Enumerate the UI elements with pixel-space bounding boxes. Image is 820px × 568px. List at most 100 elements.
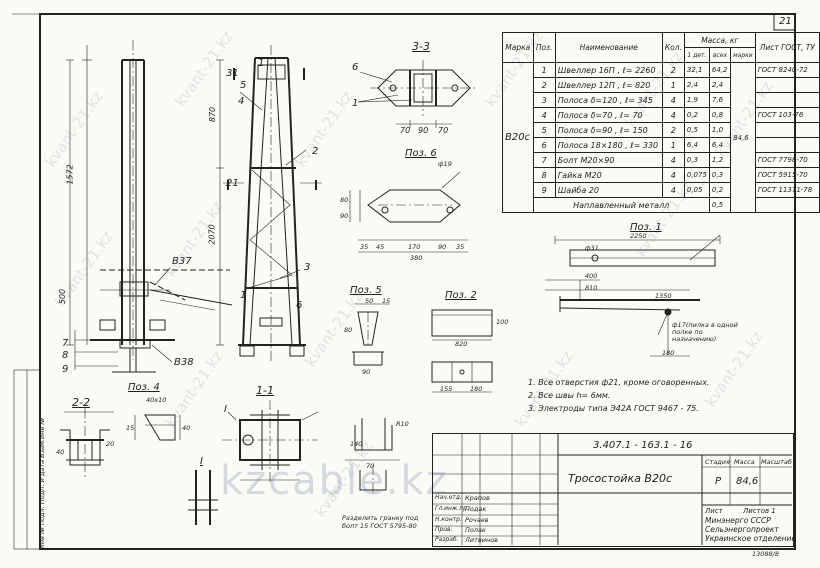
spec-qty-cell: 4 bbox=[661, 92, 685, 108]
pos5-title: Поз. 5 bbox=[350, 285, 382, 296]
spec-name-cell: Гайка М20 bbox=[554, 167, 663, 183]
spec-weld-mass: 0,5 bbox=[708, 197, 732, 213]
spec-mass-all-cell: 6,4 bbox=[708, 137, 732, 153]
sheets-label: Листов 1 bbox=[743, 507, 776, 515]
dim-80: 80 bbox=[340, 196, 349, 204]
pos-3-label: 3 bbox=[304, 262, 311, 273]
side-stamp: Инв № подл. Подп. и дата Взам.инв № bbox=[38, 417, 46, 549]
spec-gost-cell: ГОСТ 103-76 bbox=[754, 107, 820, 123]
dim-180: 180 bbox=[470, 385, 483, 393]
role-1: Нач.отд. bbox=[435, 494, 462, 501]
node-I-mark: I bbox=[224, 404, 227, 415]
spec-name-cell: Полоса δ=90 , ℓ= 150 bbox=[554, 122, 663, 138]
dim-90: 90 bbox=[340, 212, 349, 220]
spec-gost-cell: ГОСТ 7798-70 bbox=[754, 152, 820, 168]
section-2-2-title: 2-2 bbox=[72, 396, 90, 409]
watermark-logo-text: kzcable.kz bbox=[220, 458, 449, 504]
doc-title: Тросостойка В20с bbox=[568, 472, 673, 485]
spec-name-cell: Швеллер 12П , ℓ= 820 bbox=[554, 77, 663, 93]
dim-35: 35 bbox=[360, 243, 369, 251]
role-2: Гл.инж.пр. bbox=[435, 505, 469, 512]
dim-80: 80 bbox=[344, 326, 353, 334]
dim-140: 140 bbox=[350, 440, 363, 448]
col-pos: Поз. bbox=[532, 32, 556, 63]
sheet-number: 21 bbox=[779, 16, 792, 27]
spec-gost-cell bbox=[754, 92, 820, 108]
note-1: 1. Все отверстия ф21, кроме оговоренных. bbox=[528, 378, 710, 387]
spec-gost-cell bbox=[754, 122, 820, 138]
mark-b37: В37 bbox=[172, 256, 192, 267]
spec-gost-cell: ГОСТ 11371-78 bbox=[754, 182, 820, 198]
spec-mass-all-cell: 0,2 bbox=[708, 182, 732, 198]
doc-code: 3.407.1 - 163.1 - 16 bbox=[593, 440, 693, 451]
pos-6-label: 6 bbox=[296, 300, 303, 311]
name-3: Рочаев bbox=[465, 516, 489, 524]
dim-90: 90 bbox=[418, 126, 429, 135]
col-qty: Кол. bbox=[661, 32, 685, 63]
dim-100: 100 bbox=[496, 318, 509, 326]
pos1-note: ф17(пилка в одной полке по назначению) bbox=[672, 321, 738, 343]
org-line-2: Сельэнергопроект bbox=[705, 525, 779, 534]
spec-gost-cell bbox=[754, 77, 820, 93]
spec-mass-one-cell: 0,3 bbox=[683, 152, 710, 168]
role-4: Пров. bbox=[435, 526, 453, 533]
spec-pos-cell: 2 bbox=[532, 77, 556, 93]
col-mass-all: всех bbox=[708, 47, 732, 63]
pos-2-label: 2 bbox=[312, 146, 319, 157]
dim-40x10: 40x10 bbox=[146, 396, 167, 404]
pos-1-label: 1 bbox=[352, 98, 359, 109]
dim-mid-height: 2070 bbox=[207, 224, 217, 245]
pos2-title: Поз. 2 bbox=[445, 290, 477, 301]
spec-pos-cell: 1 bbox=[532, 62, 556, 78]
note-3: 3. Электроды типа Э42А ГОСТ 9467 - 75. bbox=[528, 404, 699, 413]
pos1-hole: ф31 bbox=[585, 244, 599, 252]
spec-header-row: Марка Поз. Наименование Кол. Масса, кг Л… bbox=[502, 32, 820, 63]
stage-value: Р bbox=[715, 476, 722, 487]
mass-value: 84,6 bbox=[736, 476, 759, 487]
spec-pos-cell: 8 bbox=[532, 167, 556, 183]
dim-90: 90 bbox=[438, 243, 447, 251]
pos-8-label: 8 bbox=[62, 350, 69, 361]
name-4: Полак bbox=[465, 526, 486, 534]
pos-9-label: 9 bbox=[62, 364, 69, 375]
spec-mass-all-cell: 1,2 bbox=[708, 152, 732, 168]
dim-r10: R10 bbox=[396, 420, 409, 428]
spec-qty-cell: 1 bbox=[661, 77, 685, 93]
section-1-1-title: 1-1 bbox=[256, 384, 274, 397]
name-1: Крапов bbox=[465, 494, 490, 502]
dim-380: 380 bbox=[410, 254, 423, 262]
spec-mark-mass-cell: 84,6 bbox=[730, 62, 756, 213]
spec-mass-all-cell: 0,3 bbox=[708, 167, 732, 183]
dim-70: 70 bbox=[438, 126, 449, 135]
cut-2-left: 21 bbox=[226, 178, 239, 189]
spec-pos-cell: 5 bbox=[532, 122, 556, 138]
spec-qty-cell: 1 bbox=[661, 137, 685, 153]
spec-pos-cell: 6 bbox=[532, 137, 556, 153]
dim-90: 90 bbox=[362, 368, 371, 376]
dim-50: 50 bbox=[365, 297, 374, 305]
pos1-title: Поз. 1 bbox=[630, 222, 662, 233]
spec-weld-gost bbox=[754, 197, 820, 213]
dim-400: 400 bbox=[585, 272, 598, 280]
spec-qty-cell: 4 bbox=[661, 182, 685, 198]
spec-name-cell: Полоса δ=120 , ℓ= 345 bbox=[554, 92, 663, 108]
role-5: Разраб. bbox=[435, 536, 459, 543]
spec-mark-cell: В20с bbox=[502, 62, 534, 213]
col-mass-mark: марки bbox=[730, 47, 756, 63]
specification-table: Марка Поз. Наименование Кол. Масса, кг Л… bbox=[502, 32, 820, 213]
spec-mass-one-cell: 0,2 bbox=[683, 107, 710, 123]
mark-b38: В38 bbox=[174, 357, 194, 368]
dim-top-height: 870 bbox=[208, 106, 218, 123]
org-line-1: Минэнерго СССР bbox=[705, 516, 771, 525]
pos-4-label: 4 bbox=[238, 96, 245, 107]
cut-1-left: 1 bbox=[240, 290, 247, 301]
dim-820: 820 bbox=[455, 340, 468, 348]
